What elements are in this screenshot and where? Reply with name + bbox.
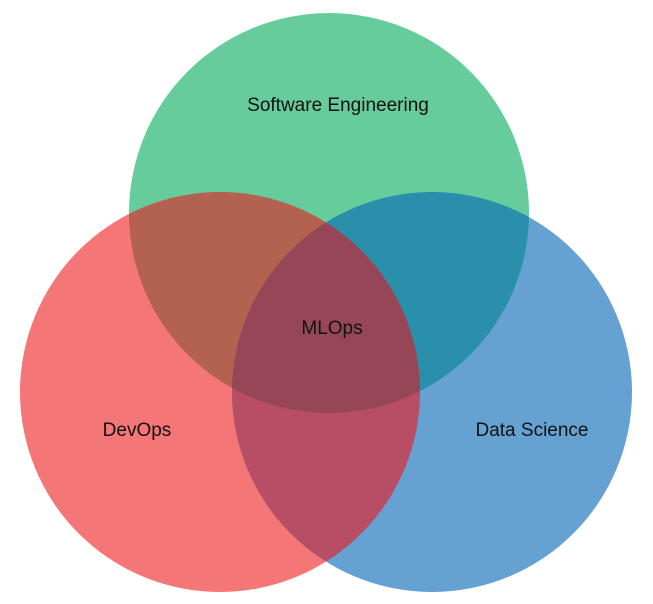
devops-label: DevOps bbox=[103, 420, 172, 441]
software-engineering-label: Software Engineering bbox=[247, 95, 429, 116]
mlops-center-overlap bbox=[232, 192, 420, 413]
mlops-label: MLOps bbox=[301, 318, 362, 339]
data-science-label: Data Science bbox=[475, 420, 588, 441]
